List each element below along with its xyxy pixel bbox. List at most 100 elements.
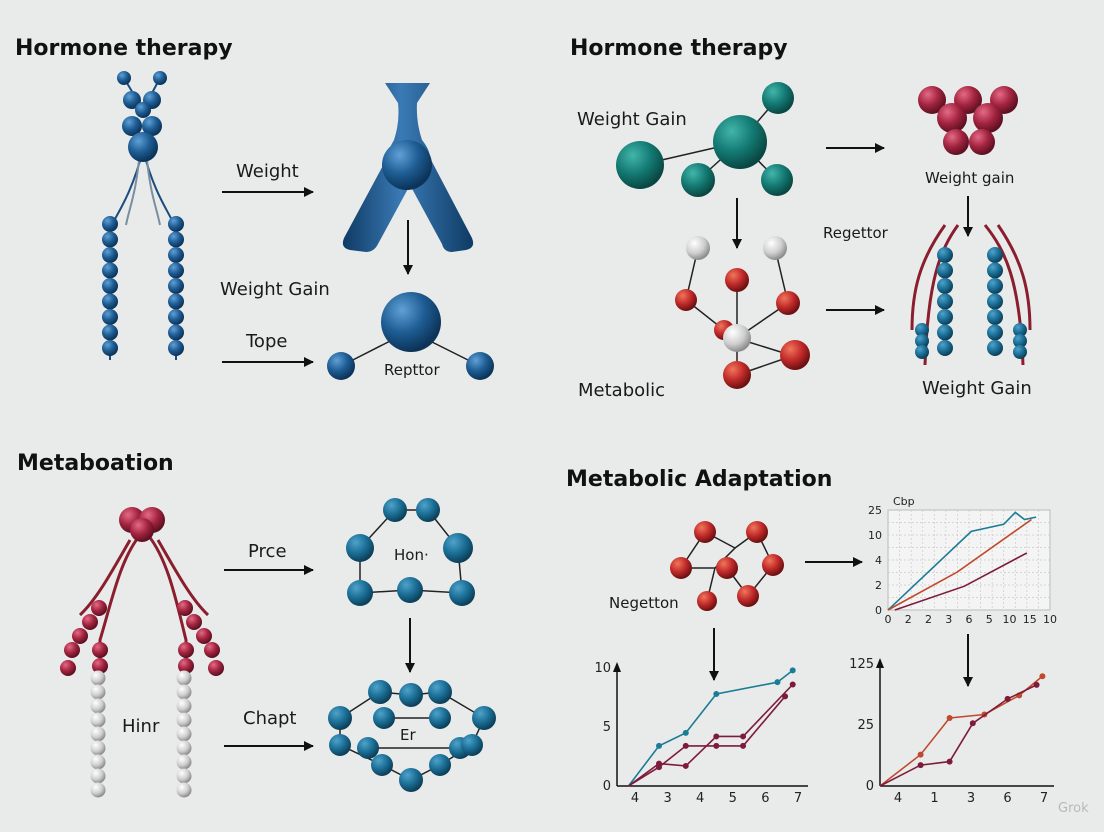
- x-tick-label: 6: [966, 613, 973, 626]
- red-ring-molecule: [670, 521, 784, 611]
- y-tick-label: 5: [603, 720, 611, 735]
- x-tick-label: 5: [986, 613, 993, 626]
- atom: [1013, 334, 1027, 348]
- y-tick-label: 25: [868, 504, 882, 517]
- atom: [915, 345, 929, 359]
- data-point: [969, 720, 976, 727]
- label-er: Er: [400, 726, 416, 744]
- crimson-cluster: [918, 86, 1018, 155]
- atom: [91, 600, 107, 616]
- atom: [915, 334, 929, 348]
- x-tick-label: 5: [729, 791, 737, 806]
- atom: [102, 324, 118, 341]
- atom: [168, 324, 184, 341]
- panel-heading: Hormone therapy: [15, 36, 233, 61]
- atom: [102, 340, 118, 356]
- atom: [90, 740, 106, 756]
- atom: [915, 323, 929, 337]
- atom: [128, 132, 158, 162]
- data-point: [656, 760, 663, 767]
- label-hinr: Hinr: [122, 716, 160, 737]
- teal-molecule: [616, 82, 794, 197]
- atom: [208, 660, 224, 676]
- atom: [186, 614, 202, 630]
- atom: [168, 293, 184, 310]
- y-shaped-receptor: [342, 83, 474, 252]
- ring-molecule-lower: [328, 680, 496, 792]
- chart-title: Cbp: [893, 495, 915, 508]
- atom: [178, 658, 194, 674]
- atom: [937, 278, 953, 294]
- label-tope: Tope: [245, 331, 287, 352]
- y-tick-label: 4: [875, 554, 882, 567]
- atom: [153, 71, 167, 85]
- panel-heading: Hormone therapy: [570, 36, 788, 61]
- x-tick-label: 6: [1003, 791, 1011, 806]
- receptor-chain-molecule: [102, 71, 184, 360]
- atom: [168, 278, 184, 294]
- atom: [135, 102, 151, 118]
- atom: [102, 293, 118, 310]
- atom: [90, 712, 106, 728]
- atom: [176, 782, 192, 798]
- atom: [176, 670, 192, 686]
- atom: [176, 698, 192, 714]
- atom: [90, 684, 106, 700]
- atom: [176, 726, 192, 742]
- atom: [102, 216, 118, 232]
- atom: [60, 660, 76, 676]
- gray-red-molecule: [675, 236, 810, 389]
- label-prce: Prce: [248, 541, 287, 562]
- data-point: [1039, 673, 1046, 680]
- atom: [122, 116, 142, 136]
- series-line-0: [887, 511, 1037, 611]
- label-weight-gain-small: Weight gain: [925, 169, 1014, 187]
- ring-molecule-upper: [346, 498, 475, 606]
- atom: [90, 726, 106, 742]
- label-weight-gain-bottom: Weight Gain: [922, 378, 1032, 399]
- x-tick-label: 4: [631, 791, 639, 806]
- y-axis-arrowhead: [876, 658, 884, 668]
- x-tick-label: 2: [905, 613, 912, 626]
- data-point: [656, 742, 663, 749]
- x-tick-label: 10: [1003, 613, 1017, 626]
- atom: [168, 231, 184, 248]
- data-point: [713, 733, 720, 740]
- atom: [987, 324, 1003, 341]
- data-point: [682, 742, 689, 749]
- atom: [72, 628, 88, 644]
- y-tick-label: 125: [849, 657, 874, 672]
- atom: [90, 754, 106, 770]
- label-weight-gain: Weight Gain: [220, 279, 330, 300]
- atom: [176, 684, 192, 700]
- atom: [987, 309, 1003, 325]
- atom: [176, 754, 192, 770]
- atom: [90, 698, 106, 714]
- atom: [102, 247, 118, 263]
- x-tick-label: 3: [945, 613, 952, 626]
- watermark-text: Grok: [1058, 801, 1089, 816]
- atom: [92, 642, 108, 658]
- label-weight-gain: Weight Gain: [577, 109, 687, 130]
- series-line-2: [894, 552, 1028, 611]
- panel-heading: Metabolic Adaptation: [566, 467, 832, 492]
- atom: [987, 278, 1003, 294]
- data-point: [917, 751, 924, 758]
- atom: [176, 768, 192, 784]
- y-tick-label: 0: [866, 779, 874, 794]
- label-chapt: Chapt: [243, 708, 297, 729]
- y-tick-label: 0: [603, 779, 611, 794]
- atom: [196, 628, 212, 644]
- y-tick-label: 10: [594, 661, 611, 676]
- series-line-1: [628, 695, 786, 787]
- data-point: [774, 679, 781, 686]
- panel-heading: Metaboation: [17, 451, 174, 476]
- x-tick-label: 4: [696, 791, 704, 806]
- data-point: [682, 729, 689, 736]
- atom: [987, 340, 1003, 356]
- label-negetton: Negetton: [609, 594, 679, 612]
